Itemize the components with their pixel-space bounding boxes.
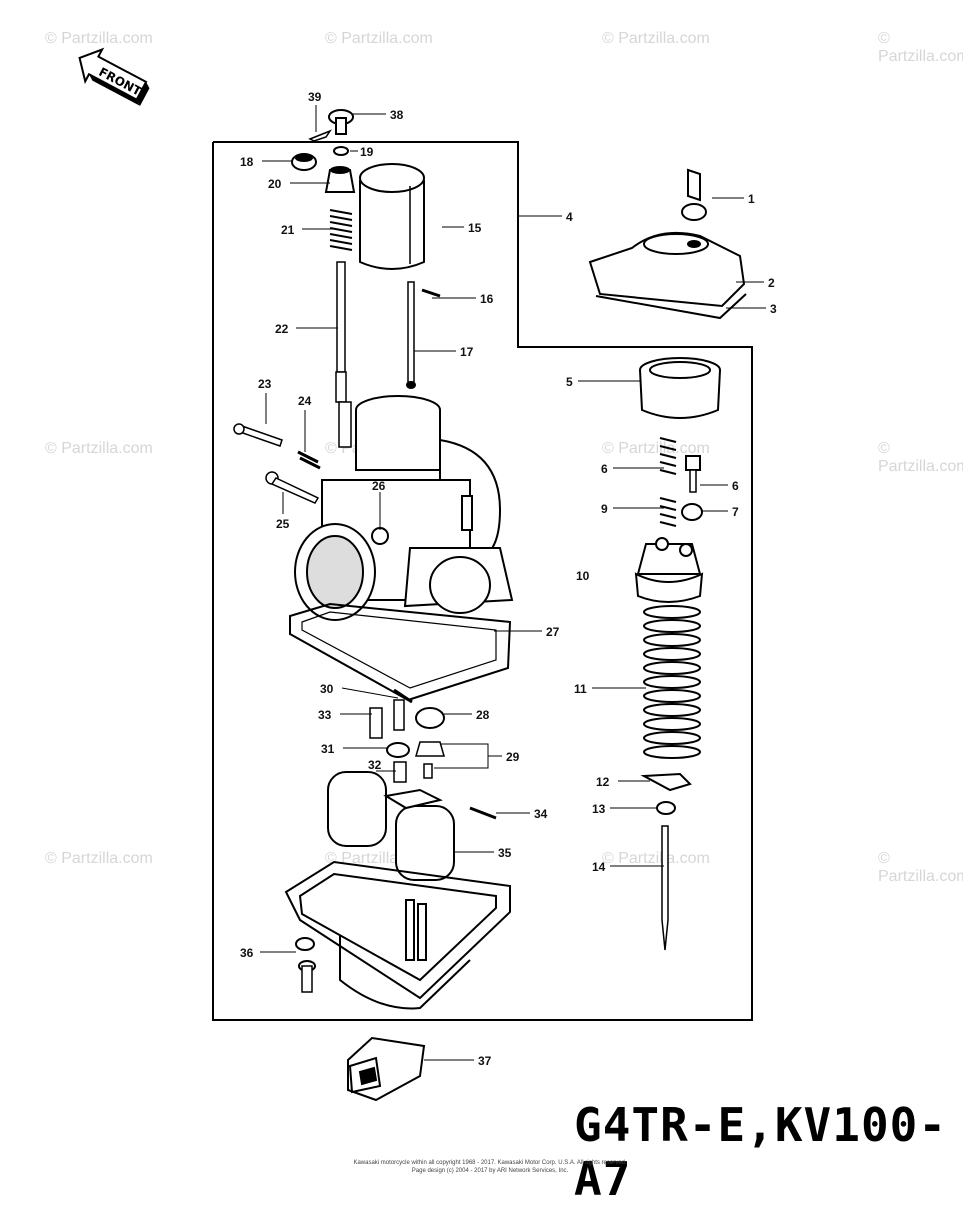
- callout-17: 17: [460, 345, 474, 359]
- callout-34: 34: [534, 807, 548, 821]
- callout-31: 31: [321, 742, 335, 756]
- watermark: © Partzilla.com: [602, 440, 710, 457]
- callout-12: 12: [596, 775, 610, 789]
- callout-15: 15: [468, 221, 482, 235]
- throttle-valve-15: [359, 163, 425, 270]
- jet-30: [393, 688, 413, 731]
- nut-28b: [415, 741, 445, 757]
- copyright-line-1: Kawasaki motorcycle within all copyright…: [353, 1160, 627, 1166]
- nut-7: [681, 503, 703, 521]
- callout-22: 22: [275, 322, 289, 336]
- watermark: © Partzilla.com: [602, 30, 710, 47]
- watermark: © Partzilla.com: [878, 30, 963, 65]
- assembly-outline: [212, 141, 753, 1021]
- gasket-27: [289, 602, 512, 702]
- jet-32: [393, 761, 407, 783]
- watermark: © Partzilla.com: [45, 850, 153, 867]
- callout-2: 2: [768, 276, 775, 290]
- front-arrow-icon: FRONT: [78, 47, 150, 106]
- callout-9: 9: [601, 502, 608, 516]
- bolt-25: [265, 471, 320, 504]
- watermark: © Partzilla.com: [45, 440, 153, 457]
- spring-11: [643, 605, 701, 759]
- float-35: [327, 771, 455, 881]
- cap-nut-18: [291, 153, 317, 171]
- spring-8: [659, 437, 677, 475]
- watermark: © Partzilla.com: [45, 30, 153, 47]
- plate-12: [640, 772, 692, 792]
- spring-9: [659, 497, 677, 527]
- callout-24: 24: [298, 394, 312, 408]
- callout-7: 7: [732, 505, 739, 519]
- o-ring-19: [333, 146, 349, 156]
- washer-28: [415, 707, 445, 729]
- callout-23: 23: [258, 377, 272, 391]
- callout-33: 33: [318, 708, 332, 722]
- pin-34: [469, 806, 497, 820]
- callout-3: 3: [770, 302, 777, 316]
- callout-30: 30: [320, 682, 334, 696]
- jet-needle-22: [335, 261, 352, 448]
- callout-26: 26: [372, 479, 386, 493]
- leader-lines: [260, 105, 766, 1061]
- callout-32: 32: [368, 758, 382, 772]
- needle-14: [661, 825, 669, 951]
- washer-36: [295, 937, 315, 951]
- callout-35: 35: [498, 846, 512, 860]
- ring-nut-5: [639, 357, 721, 419]
- idle-screw-23: [233, 423, 283, 447]
- callout-39: 39: [308, 90, 322, 104]
- callout-4: 4: [566, 210, 573, 224]
- float-bowl: [284, 860, 511, 1010]
- callout-20: 20: [268, 177, 282, 191]
- spring-24: [297, 450, 321, 470]
- watermark: © Partzilla.com: [325, 30, 433, 47]
- callout-27: 27: [546, 625, 560, 639]
- callout-5: 5: [566, 375, 573, 389]
- callout-36: 36: [240, 946, 254, 960]
- callout-25: 25: [276, 517, 290, 531]
- adjuster-20: [324, 166, 356, 193]
- callout-37: 37: [478, 1054, 492, 1068]
- callout-38: 38: [390, 108, 404, 122]
- jet-33: [369, 707, 383, 739]
- top-cover-2: [588, 231, 746, 308]
- watermark: © Partzilla.com: [878, 850, 963, 885]
- clip-16: [421, 288, 441, 298]
- needle-17: [407, 281, 415, 383]
- screw-6: [685, 455, 701, 493]
- cap-screw-38: [328, 109, 354, 135]
- callout-19: 19: [360, 145, 374, 159]
- callout-labels: 1 2 3 4 5 6 6 7 9 10 11 12 13 14 15 16 1…: [240, 90, 777, 1068]
- callout-1: 1: [748, 192, 755, 206]
- spring-21: [329, 209, 353, 251]
- tool-37: [347, 1036, 426, 1102]
- callout-10: 10: [576, 569, 590, 583]
- callout-21: 21: [281, 223, 295, 237]
- callout-16: 16: [480, 292, 494, 306]
- model-code: G4TR-E,KV100-A7: [574, 1098, 948, 1206]
- callout-6b: 6: [732, 479, 739, 493]
- callout-14: 14: [592, 860, 606, 874]
- diaphragm-10: [634, 537, 704, 603]
- callout-29: 29: [506, 750, 520, 764]
- callout-18: 18: [240, 155, 254, 169]
- clip-13: [656, 801, 676, 815]
- cap-1: [681, 168, 707, 221]
- watermark: © Partzilla.com: [878, 440, 963, 475]
- watermark: © Partzilla.com: [602, 850, 710, 867]
- callout-6a: 6: [601, 462, 608, 476]
- callout-13: 13: [592, 802, 606, 816]
- carburetor-body: [294, 395, 514, 621]
- clip-39: [308, 129, 332, 142]
- callout-11: 11: [574, 682, 587, 696]
- needle-29: [423, 763, 433, 779]
- washer-31: [386, 742, 410, 758]
- copyright-line-2: Page design (c) 2004 - 2017 by ARI Netwo…: [411, 1168, 569, 1174]
- callout-28: 28: [476, 708, 490, 722]
- gasket-3: [595, 293, 747, 320]
- screw-36: [298, 960, 316, 993]
